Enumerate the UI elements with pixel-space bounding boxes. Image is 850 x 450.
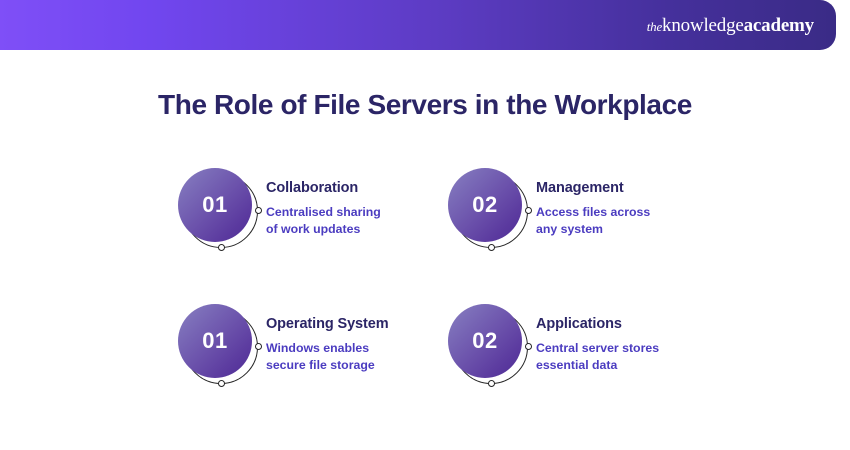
feature-card-management: 02 Management Access files across any sy… — [448, 168, 718, 304]
card-text-block: Collaboration Centralised sharing of wor… — [266, 168, 381, 237]
badge-dot-right-icon — [255, 343, 262, 350]
badge-02-applications: 02 — [448, 304, 536, 390]
logo-the-text: the — [646, 18, 663, 34]
card-heading: Operating System — [266, 316, 389, 332]
feature-cards-grid: 01 Collaboration Centralised sharing of … — [178, 168, 718, 440]
badge-number: 01 — [202, 192, 228, 217]
badge-01-operating-system: 01 — [178, 304, 266, 390]
badge-dot-bottom-icon — [488, 380, 495, 387]
card-text-block: Management Access files across any syste… — [536, 168, 650, 237]
badge-02-management: 02 — [448, 168, 536, 254]
feature-card-collaboration: 01 Collaboration Centralised sharing of … — [178, 168, 448, 304]
badge-number: 02 — [472, 192, 498, 217]
badge-dot-right-icon — [525, 207, 532, 214]
badge-dot-right-icon — [525, 343, 532, 350]
badge-01-collaboration: 01 — [178, 168, 266, 254]
badge-circle: 02 — [448, 168, 522, 242]
card-heading: Management — [536, 180, 624, 196]
badge-number: 01 — [202, 328, 228, 353]
feature-card-applications: 02 Applications Central server stores es… — [448, 304, 718, 440]
card-body-line-1: Central server stores — [536, 341, 660, 356]
card-body-line-2: any system — [536, 221, 603, 236]
card-body-line-1: Windows enables — [266, 341, 370, 356]
logo-academy-text: academy — [743, 14, 815, 36]
feature-card-operating-system: 01 Operating System Windows enables secu… — [178, 304, 448, 440]
card-heading: Collaboration — [266, 180, 359, 196]
card-body-line-1: Access files across — [536, 205, 651, 220]
card-body-line-2: essential data — [536, 357, 618, 372]
card-body-line-1: Centralised sharing — [266, 205, 381, 220]
card-body-line-2: of work updates — [266, 221, 361, 236]
card-heading: Applications — [536, 316, 622, 332]
card-text-block: Operating System Windows enables secure … — [266, 304, 389, 373]
badge-dot-bottom-icon — [488, 244, 495, 251]
badge-circle: 02 — [448, 304, 522, 378]
badge-circle: 01 — [178, 304, 252, 378]
page-title: The Role of File Servers in the Workplac… — [158, 89, 692, 120]
badge-dot-bottom-icon — [218, 380, 225, 387]
badge-dot-right-icon — [255, 207, 262, 214]
badge-circle: 01 — [178, 168, 252, 242]
badge-dot-bottom-icon — [218, 244, 225, 251]
logo-knowledge-text: knowledge — [662, 14, 744, 36]
badge-number: 02 — [472, 328, 498, 353]
card-text-block: Applications Central server stores essen… — [536, 304, 659, 373]
card-body-line-2: secure file storage — [266, 357, 375, 372]
